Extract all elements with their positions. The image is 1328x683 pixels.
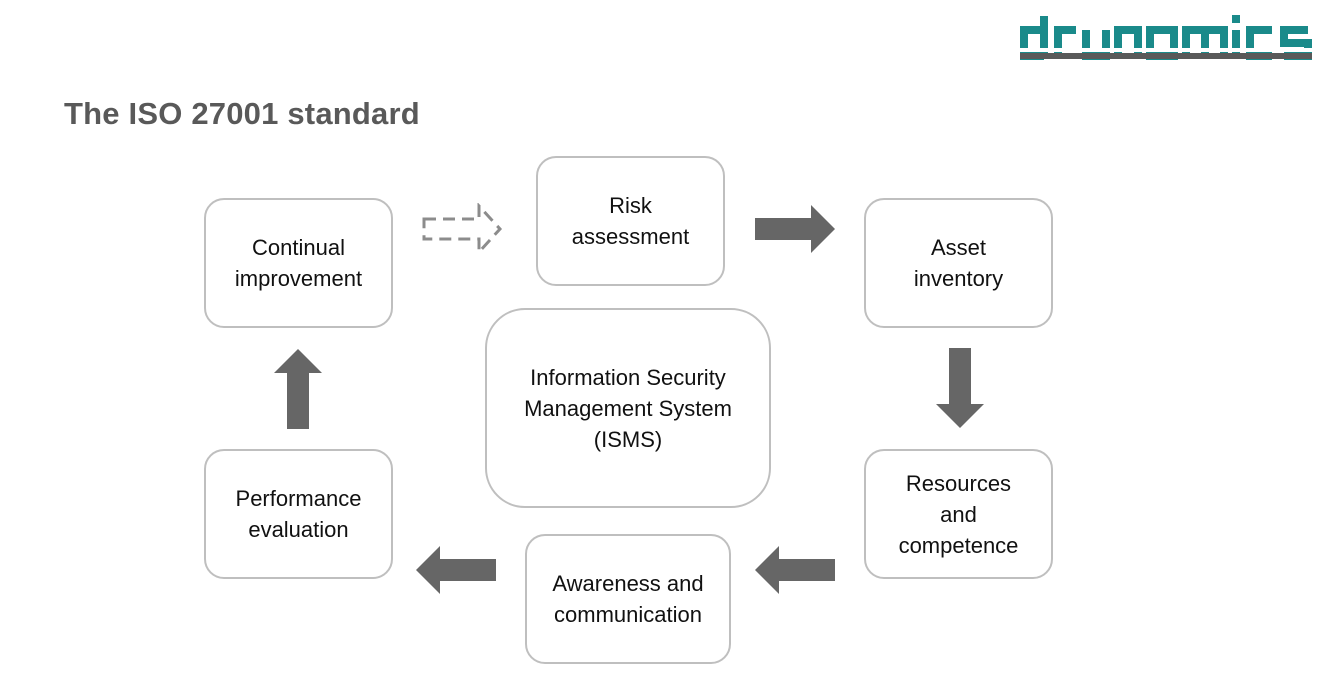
node-risk-assessment-label: Risk assessment (571, 193, 690, 249)
node-resources-competence-label: Resources and competence (898, 470, 1019, 558)
node-resources-competence: Resources and competence (864, 449, 1053, 579)
node-continual-improvement: Continual improvement (204, 198, 393, 328)
node-performance-evaluation: Performance evaluation (204, 449, 393, 579)
arrow-right-icon (755, 205, 835, 253)
page-title: The ISO 27001 standard (64, 96, 420, 131)
node-continual-improvement-label: Continual improvement (234, 235, 363, 291)
arrow-left-icon (755, 546, 835, 594)
node-isms-center: Information Security Management System (… (485, 308, 771, 508)
arrow-risk-to-asset (755, 205, 835, 253)
arrow-performance-to-continual (274, 349, 322, 429)
drunomics-logo-image (1020, 15, 1312, 60)
arrow-asset-to-resources (936, 348, 984, 428)
node-risk-assessment: Risk assessment (536, 156, 725, 286)
node-awareness-communication-label: Awareness and communication (552, 571, 704, 627)
arrow-up-icon (274, 349, 322, 429)
arrow-awareness-to-performance (416, 546, 496, 594)
node-asset-inventory: Asset inventory (864, 198, 1053, 328)
arrow-down-icon (936, 348, 984, 428)
node-awareness-communication: Awareness and communication (525, 534, 731, 664)
node-isms-center-label: Information Security Management System (… (524, 364, 732, 452)
arrow-resources-to-awareness (755, 546, 835, 594)
node-asset-inventory-label: Asset inventory (913, 235, 1004, 291)
arrow-left-icon (416, 546, 496, 594)
node-performance-evaluation-label: Performance evaluation (235, 486, 362, 542)
drunomics-logo (1010, 2, 1320, 68)
arrow-right-dashed-icon (422, 203, 503, 255)
arrow-continual-to-risk (421, 203, 503, 255)
